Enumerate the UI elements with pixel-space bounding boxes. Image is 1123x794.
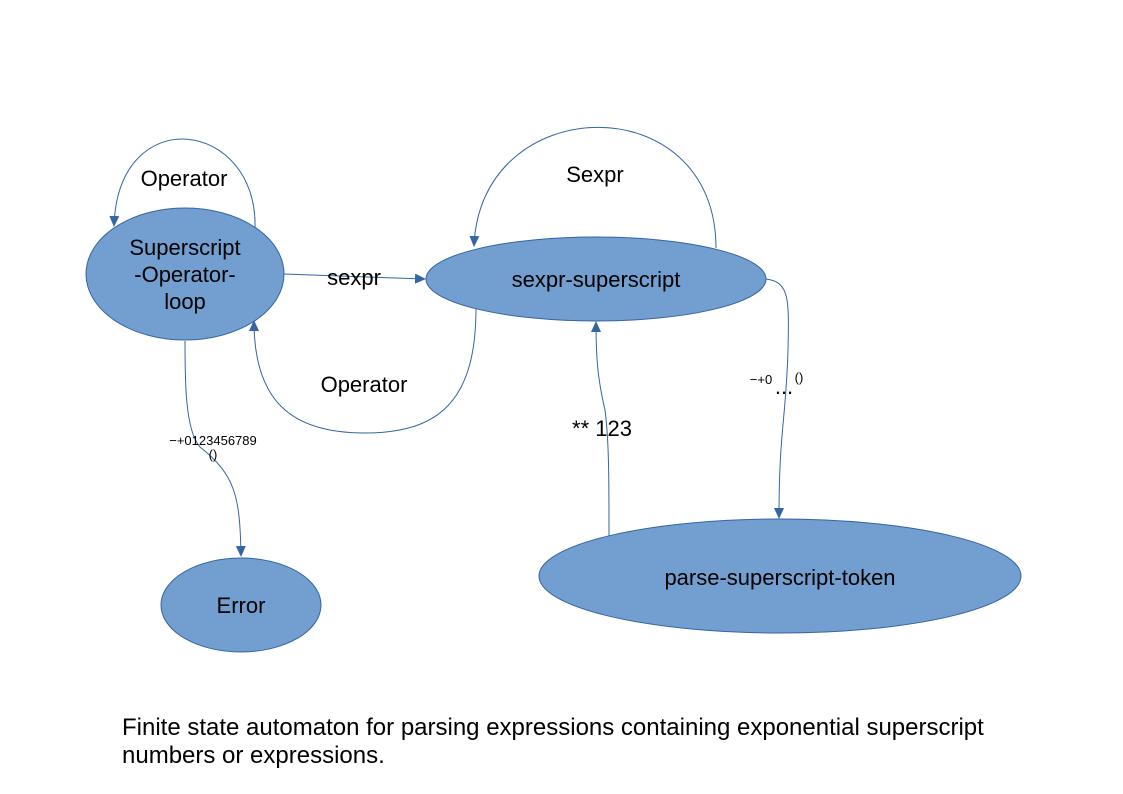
edge-label-loop-self: Operator <box>141 166 228 191</box>
node-label-loop-line2: -Operator- <box>134 262 235 287</box>
node-label-loop-line1: Superscript <box>129 235 240 260</box>
edge-label-loop-to-error-line1: −+0123456789 <box>169 433 256 448</box>
edge-label-sexpr-self: Sexpr <box>566 162 623 187</box>
node-error[interactable] <box>160 557 322 653</box>
node-label-parse-superscript-token: parse-superscript-token <box>664 565 895 590</box>
edge-sexpr-self <box>469 126 717 249</box>
caption-line-1: Finite state automaton for parsing expre… <box>122 714 984 741</box>
edge-loop-to-error <box>184 340 246 557</box>
edge-token-to-sexpr <box>591 321 610 537</box>
node-parse-superscript-token[interactable] <box>538 518 1022 634</box>
node-superscript-operator-loop[interactable] <box>85 207 285 341</box>
edge-label-loop-to-sexpr: sexpr <box>327 265 381 290</box>
edge-label-sexpr-to-loop: Operator <box>321 372 408 397</box>
edge-label-sexpr-to-token-chars: −+0 <box>750 372 772 387</box>
edge-sexpr-to-token <box>765 278 789 519</box>
caption-line-2: numbers or expressions. <box>122 742 385 769</box>
edge-loop-self <box>109 138 256 229</box>
edge-sexpr-to-loop <box>249 307 477 434</box>
edge-label-token-to-sexpr: ** 123 <box>572 416 632 441</box>
edge-loop-to-sexpr <box>283 273 426 284</box>
diagram-caption: Finite state automaton for parsing expre… <box>122 714 1022 770</box>
node-label-loop-line3: loop <box>164 289 206 314</box>
node-label-sexpr-superscript: sexpr-superscript <box>512 267 681 292</box>
edge-label-sexpr-to-token-dots: ... <box>775 374 793 399</box>
edge-label-sexpr-to-token-paren: () <box>795 370 804 385</box>
node-sexpr-superscript[interactable] <box>425 236 767 322</box>
node-label-error: Error <box>217 593 266 618</box>
edge-label-loop-to-error-line2: () <box>209 447 218 462</box>
